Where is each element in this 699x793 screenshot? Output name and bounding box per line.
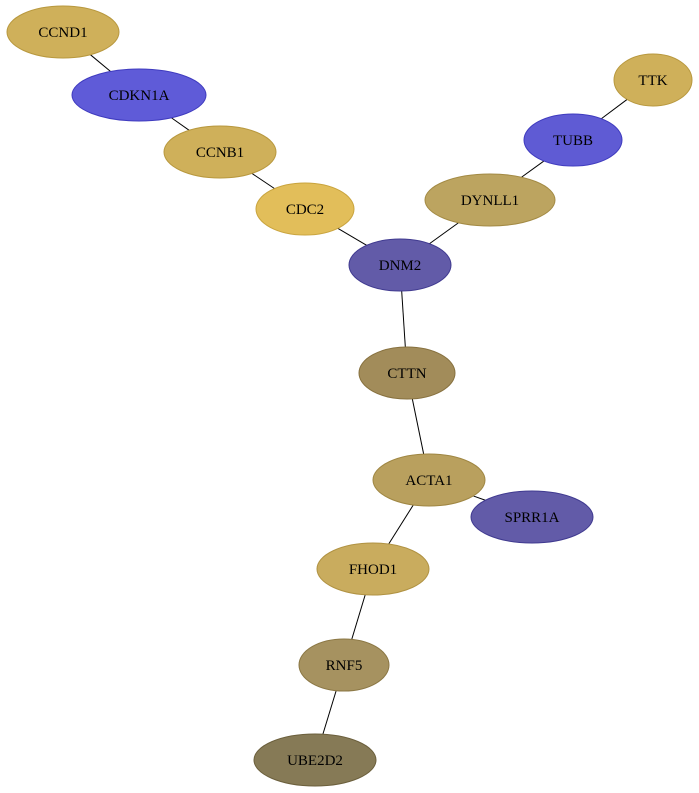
node-shape-dynll1[interactable] [424, 173, 556, 227]
edge-dynll1-dnm2 [429, 222, 459, 245]
node-label-acta1: ACTA1 [405, 473, 452, 489]
node-ccnb1[interactable]: CCNB1 [163, 125, 277, 179]
node-shape-ccnb1[interactable] [163, 125, 277, 179]
node-label-cdc2: CDC2 [286, 202, 324, 218]
node-dnm2[interactable]: DNM2 [348, 238, 452, 292]
node-label-cdkn1a: CDKN1A [109, 88, 170, 104]
node-sprr1a[interactable]: SPRR1A [470, 490, 594, 544]
node-label-dynll1: DYNLL1 [461, 193, 519, 209]
edge-layer [90, 54, 628, 735]
node-label-rnf5: RNF5 [326, 658, 363, 674]
node-shape-tubb[interactable] [523, 113, 623, 167]
node-shape-acta1[interactable] [372, 453, 486, 507]
node-ube2d2[interactable]: UBE2D2 [253, 733, 377, 787]
node-label-ccnd1: CCND1 [38, 25, 87, 41]
node-cdkn1a[interactable]: CDKN1A [71, 68, 207, 122]
edge-fhod1-rnf5 [351, 594, 366, 640]
node-shape-sprr1a[interactable] [470, 490, 594, 544]
node-ttk[interactable]: TTK [613, 53, 693, 107]
node-shape-ttk[interactable] [613, 53, 693, 107]
node-label-ccnb1: CCNB1 [196, 145, 244, 161]
node-shape-dnm2[interactable] [348, 238, 452, 292]
node-shape-ube2d2[interactable] [253, 733, 377, 787]
node-label-ttk: TTK [638, 73, 667, 89]
node-shape-rnf5[interactable] [298, 638, 390, 692]
node-ccnd1[interactable]: CCND1 [6, 5, 120, 59]
edge-acta1-sprr1a [473, 495, 486, 501]
node-label-dnm2: DNM2 [379, 258, 422, 274]
node-label-sprr1a: SPRR1A [504, 510, 559, 526]
node-cdc2[interactable]: CDC2 [255, 182, 355, 236]
edge-ccnd1-cdkn1a [90, 54, 111, 72]
node-cttn[interactable]: CTTN [358, 346, 456, 400]
node-label-tubb: TUBB [553, 133, 593, 149]
node-acta1[interactable]: ACTA1 [372, 453, 486, 507]
edge-cttn-acta1 [411, 398, 425, 455]
node-shape-cdkn1a[interactable] [71, 68, 207, 122]
node-shape-cdc2[interactable] [255, 182, 355, 236]
node-rnf5[interactable]: RNF5 [298, 638, 390, 692]
node-label-ube2d2: UBE2D2 [287, 753, 343, 769]
node-label-fhod1: FHOD1 [349, 562, 397, 578]
node-fhod1[interactable]: FHOD1 [316, 542, 430, 596]
edge-rnf5-ube2d2 [322, 690, 337, 735]
edge-dnm2-cttn [401, 290, 406, 348]
node-shape-fhod1[interactable] [316, 542, 430, 596]
edge-ttk-tubb [601, 99, 628, 120]
node-label-cttn: CTTN [387, 366, 426, 382]
node-shape-cttn[interactable] [358, 346, 456, 400]
edge-cdkn1a-ccnb1 [171, 117, 190, 131]
edge-acta1-fhod1 [388, 504, 414, 545]
edge-cdc2-dnm2 [337, 227, 367, 246]
edge-ccnb1-cdc2 [251, 172, 275, 190]
node-tubb[interactable]: TUBB [523, 113, 623, 167]
edge-tubb-dynll1 [521, 160, 545, 178]
node-shape-ccnd1[interactable] [6, 5, 120, 59]
node-dynll1[interactable]: DYNLL1 [424, 173, 556, 227]
